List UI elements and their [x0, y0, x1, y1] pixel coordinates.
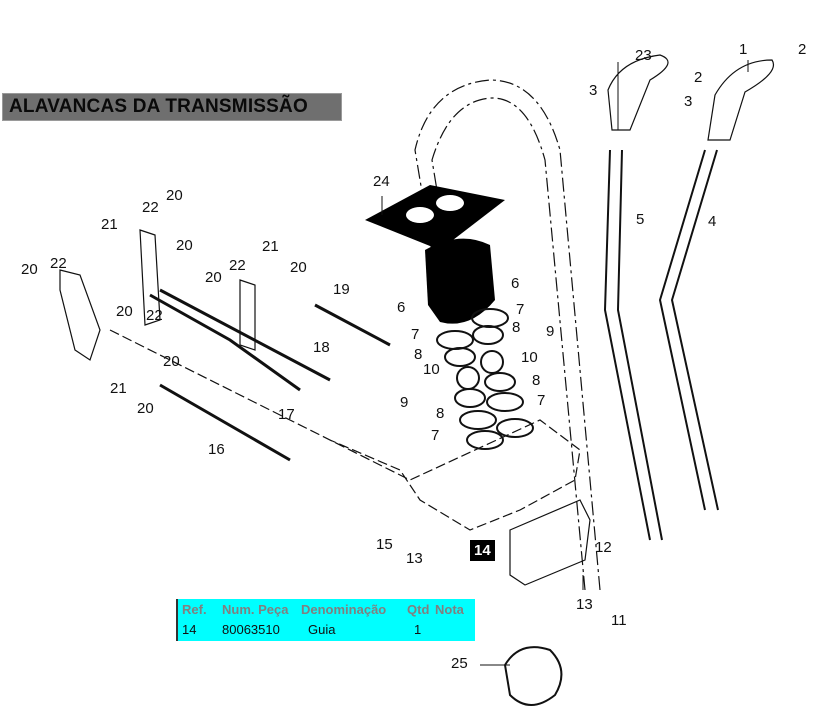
- header-note: Nota: [435, 602, 464, 617]
- bushing-10: [456, 366, 480, 390]
- ring-7: [486, 392, 524, 412]
- callout-21[interactable]: 21: [110, 380, 127, 397]
- callout-7[interactable]: 7: [516, 301, 525, 318]
- bracket-left: [59, 269, 101, 361]
- ring-7: [471, 308, 509, 328]
- callout-15[interactable]: 15: [376, 536, 393, 553]
- callout-10[interactable]: 10: [423, 361, 440, 378]
- callout-8[interactable]: 8: [436, 405, 445, 422]
- callout-20[interactable]: 20: [163, 353, 180, 370]
- frame-outline-inner: [431, 97, 586, 591]
- knob-1: [707, 59, 774, 141]
- bushing-10: [480, 350, 504, 374]
- rod-17: [149, 293, 301, 392]
- callout-20[interactable]: 20: [205, 269, 222, 286]
- washer-8: [444, 347, 476, 367]
- rod-18: [159, 288, 331, 382]
- header-qty: Qtd: [407, 602, 430, 617]
- callout-4[interactable]: 4: [708, 213, 717, 230]
- callout-24[interactable]: 24: [373, 173, 390, 190]
- callout-20[interactable]: 20: [116, 303, 133, 320]
- callout-3[interactable]: 3: [684, 93, 693, 110]
- cell-part-number: 80063510: [222, 622, 280, 637]
- cup: [466, 430, 504, 450]
- cell-name: Guia: [308, 622, 336, 637]
- rod-19: [314, 303, 391, 347]
- lever-5-b: [616, 149, 663, 541]
- section-title: ALAVANCAS DA TRANSMISSÃO: [9, 96, 308, 117]
- callout-16[interactable]: 16: [208, 441, 225, 458]
- callout-17[interactable]: 17: [278, 406, 295, 423]
- washer-8: [484, 372, 516, 392]
- callout-22[interactable]: 22: [142, 199, 159, 216]
- ring-7: [459, 410, 497, 430]
- callout-19[interactable]: 19: [333, 281, 350, 298]
- callout-3[interactable]: 3: [589, 82, 598, 99]
- guide-plate-14: [509, 499, 591, 586]
- callout-21[interactable]: 21: [262, 238, 279, 255]
- parts-info-table: Ref. Num. Peça Denominação Qtd Nota 14 8…: [176, 599, 475, 641]
- header-part-number: Num. Peça: [222, 602, 289, 617]
- callout-22[interactable]: 22: [50, 255, 67, 272]
- callout-7[interactable]: 7: [431, 427, 440, 444]
- cell-qty: 1: [414, 622, 422, 637]
- bracket-mid: [139, 229, 161, 326]
- callout-20[interactable]: 20: [166, 187, 183, 204]
- callout-13[interactable]: 13: [576, 596, 593, 613]
- frame-outline: [414, 79, 601, 591]
- callout-6[interactable]: 6: [511, 275, 520, 292]
- callout-25[interactable]: 25: [451, 655, 468, 672]
- header-ref: Ref.: [182, 602, 207, 617]
- callout-11[interactable]: 11: [611, 612, 627, 629]
- plate-24-hole: [406, 207, 434, 223]
- callout-10[interactable]: 10: [521, 349, 538, 366]
- rod-16: [159, 383, 291, 462]
- callout-2[interactable]: 2: [798, 41, 807, 58]
- callout-7[interactable]: 7: [411, 326, 420, 343]
- callout-21[interactable]: 21: [101, 216, 118, 233]
- plate-24-hole: [436, 195, 464, 211]
- gasket-25: [503, 646, 563, 706]
- base-body: [109, 329, 581, 531]
- cell-ref: 14: [182, 622, 197, 637]
- lever-4: [658, 149, 706, 511]
- lever-4-b: [670, 149, 719, 511]
- callout-8[interactable]: 8: [414, 346, 423, 363]
- callout-9[interactable]: 9: [400, 394, 409, 411]
- callout-14-highlighted[interactable]: 14: [470, 540, 495, 561]
- callout-13[interactable]: 13: [406, 550, 423, 567]
- washer-8: [454, 388, 486, 408]
- washer-8: [472, 325, 504, 345]
- callout-6[interactable]: 6: [397, 299, 406, 316]
- callout-2[interactable]: 2: [694, 69, 703, 86]
- callout-20[interactable]: 20: [137, 400, 154, 417]
- callout-23[interactable]: 23: [635, 47, 652, 64]
- callout-20[interactable]: 20: [176, 237, 193, 254]
- callout-5[interactable]: 5: [636, 211, 645, 228]
- header-name: Denominação: [301, 602, 387, 617]
- lever-5: [603, 149, 651, 541]
- callout-18[interactable]: 18: [313, 339, 330, 356]
- callout-1[interactable]: 1: [739, 41, 748, 58]
- callout-22[interactable]: 22: [146, 307, 163, 324]
- bracket-right: [239, 279, 256, 351]
- callout-20[interactable]: 20: [290, 259, 307, 276]
- plate-24: [365, 185, 505, 250]
- callout-8[interactable]: 8: [512, 319, 521, 336]
- cup: [496, 418, 534, 438]
- callout-8[interactable]: 8: [532, 372, 541, 389]
- callout-20[interactable]: 20: [21, 261, 38, 278]
- callout-7[interactable]: 7: [537, 392, 546, 409]
- ring-7: [436, 330, 474, 350]
- callout-9[interactable]: 9: [546, 323, 555, 340]
- callout-22[interactable]: 22: [229, 257, 246, 274]
- section-title-bar: ALAVANCAS DA TRANSMISSÃO: [2, 93, 342, 121]
- boot-6: [425, 238, 495, 324]
- knob-23: [607, 54, 669, 131]
- callout-12[interactable]: 12: [595, 539, 612, 556]
